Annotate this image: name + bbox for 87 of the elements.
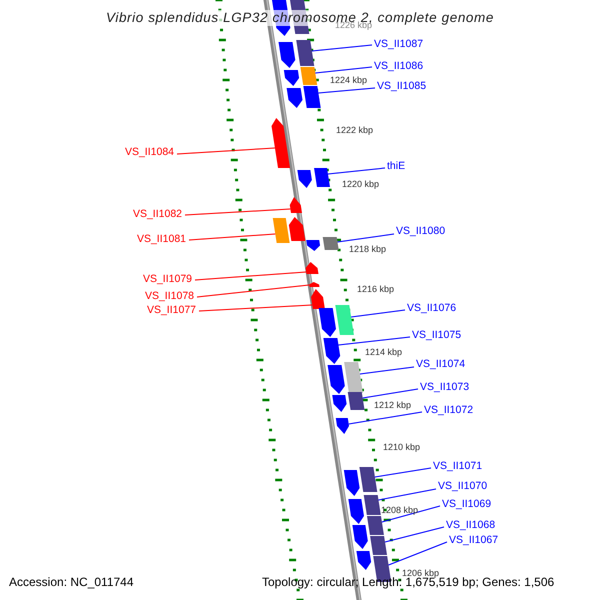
gene-block [323,338,340,364]
leader-line [350,310,406,318]
gene-label: VS_II1069 [442,497,492,511]
leader-line [381,506,440,522]
gene-block [314,168,330,187]
leader-line [198,304,313,312]
gene-label: VS_II1078 [144,289,194,303]
gene-label: VS_II1071 [433,459,482,473]
leader-line [194,272,307,280]
gene-label: VS_II1070 [438,479,488,493]
footer-text: Accession: NC_011744 [9,575,134,589]
gene-label: VS_II1081 [136,232,186,246]
gene-block [311,289,325,309]
gene-block [348,392,365,410]
position-label: 1210 kbp [383,442,420,452]
gene-label: thiE [387,159,406,173]
gene-block [278,42,296,68]
gene-label: VS_II1075 [412,328,462,342]
gene-block [288,217,306,241]
leader-line [374,468,432,478]
gene-label: VS_II1086 [374,59,424,73]
gene-block [322,237,339,250]
gene-block [297,170,312,188]
gene-block [356,551,372,570]
gene-block [370,536,388,555]
leader-line [196,284,310,298]
gene-block [332,395,347,412]
position-label: 1220 kbp [342,179,380,189]
gene-block [284,70,300,86]
position-label: 1214 kbp [365,347,402,357]
gene-label: VS_II1073 [420,380,470,394]
gene-block [290,197,302,213]
gene-block [303,86,321,108]
gene-block [328,365,345,394]
gene-label: VS_II1087 [374,37,424,51]
position-label: 1212 kbp [374,400,412,410]
position-label: 1206 kbp [402,568,440,578]
gene-block [364,495,381,515]
gene-block [286,88,302,108]
leader-line [188,234,276,240]
leader-line [314,66,372,74]
gene-label: VS_II1084 [124,145,174,159]
leader-line [338,336,410,346]
position-label: 1216 kbp [357,284,394,294]
gene-label: VS_II1072 [424,403,474,417]
gene-block [335,305,354,335]
leader-line [348,412,422,424]
gene-label: VS_II1079 [142,272,192,286]
position-label: 1224 kbp [330,75,368,85]
leader-line [311,44,372,52]
gene-label: VS_II1074 [416,357,466,371]
gene-block [344,362,363,393]
gene-label: VS_II1067 [449,533,498,547]
gene-block [344,470,360,496]
gene-block [306,240,320,251]
leader-line [384,526,444,542]
leader-line [388,542,448,566]
position-label: 1222 kbp [336,125,374,135]
position-label: 1218 kbp [349,244,386,254]
leader-line [176,148,276,154]
gene-block [352,525,368,549]
gene-block [318,308,336,337]
gene-label: VS_II1082 [132,207,182,221]
gene-label: VS_II1076 [407,301,456,315]
gene-block [359,467,378,492]
leader-line [378,488,436,500]
gene-block [366,516,384,535]
gene-block [272,118,290,168]
position-label: 1226 kbp [335,20,372,30]
gene-block [300,67,318,85]
leader-line [359,366,414,374]
gene-label: VS_II1085 [377,79,426,93]
gene-label: VS_II1077 [146,303,196,317]
gene-block [348,499,364,524]
leader-line [362,388,418,398]
position-label: 1208 kbp [381,505,418,515]
gene-block [296,40,314,66]
gene-label: VS_II1080 [396,224,446,238]
leader-line [184,208,291,216]
gene-label: VS_II1068 [446,518,496,532]
leader-line [318,88,376,94]
gene-block [336,418,350,434]
gene-block [306,262,318,274]
leader-line [337,234,394,242]
leader-line [327,168,386,174]
gene-block [309,282,320,287]
gene-block [272,218,290,243]
